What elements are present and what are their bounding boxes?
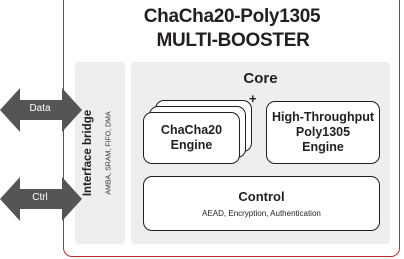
control-title: Control — [238, 189, 285, 204]
ctrl-port-label: Ctrl — [32, 192, 48, 203]
data-arrow-icon — [0, 88, 82, 132]
core-title: Core — [243, 70, 278, 87]
title-line-2: MULTI-BOOSTER — [156, 30, 310, 51]
control-subtitle: AEAD, Encryption, Authentication — [202, 209, 321, 218]
title-line-1: ChaCha20-Poly1305 — [143, 6, 321, 27]
ctrl-arrow-icon — [0, 177, 82, 221]
chacha-engine-box: ChaCha20 Engine — [143, 112, 240, 164]
poly1305-engine-label: High-Throughput Poly1305 Engine — [271, 110, 375, 154]
plus-icon: + — [249, 91, 257, 106]
chacha-engine-label: ChaCha20 Engine — [160, 123, 223, 152]
interface-bridge-panel — [75, 62, 125, 244]
data-port-label: Data — [29, 103, 51, 114]
poly1305-engine-box: High-Throughput Poly1305 Engine — [266, 101, 380, 164]
control-box — [143, 176, 380, 231]
